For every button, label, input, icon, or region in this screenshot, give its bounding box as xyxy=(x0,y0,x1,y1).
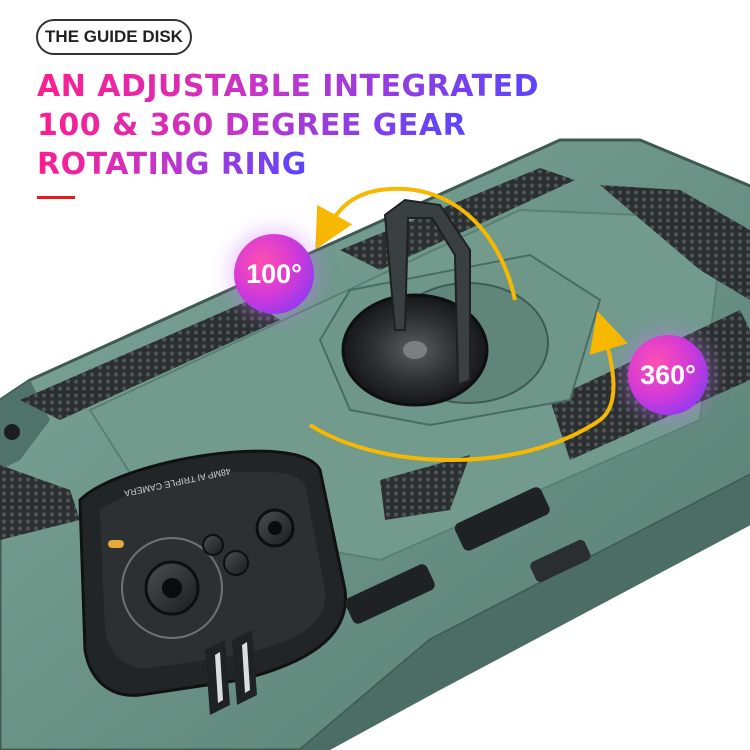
side-button xyxy=(530,539,591,582)
camera-module: 48MP AI TRIPLE CAMERA xyxy=(78,449,348,697)
headline-line-3: ROTATING RING xyxy=(37,147,307,182)
angle-badge-360: 360° xyxy=(628,335,708,415)
corner-hole xyxy=(4,424,20,440)
side-button xyxy=(454,487,550,551)
grip-strip-lower xyxy=(380,455,470,520)
grip-strip-top-right xyxy=(600,185,750,300)
case-bottom-edge xyxy=(300,475,750,750)
flash-icon xyxy=(108,540,124,548)
headline-line-2: 100 & 360 DEGREE GEAR xyxy=(37,108,467,143)
guide-disk-pill: THE GUIDE DISK xyxy=(36,19,192,55)
angle-badge-100: 100° xyxy=(234,234,314,314)
grip-strip-corner xyxy=(0,465,80,540)
ring-loop xyxy=(383,198,471,387)
grip-strip-left xyxy=(20,300,280,420)
rotate-arrow-icon xyxy=(308,310,628,462)
rotate-arrow-icon xyxy=(315,186,517,301)
bottom-vent xyxy=(205,630,257,715)
headline-line-1: AN ADJUSTABLE INTEGRATED xyxy=(37,69,539,104)
headline-divider xyxy=(37,196,75,199)
side-button xyxy=(345,564,435,624)
